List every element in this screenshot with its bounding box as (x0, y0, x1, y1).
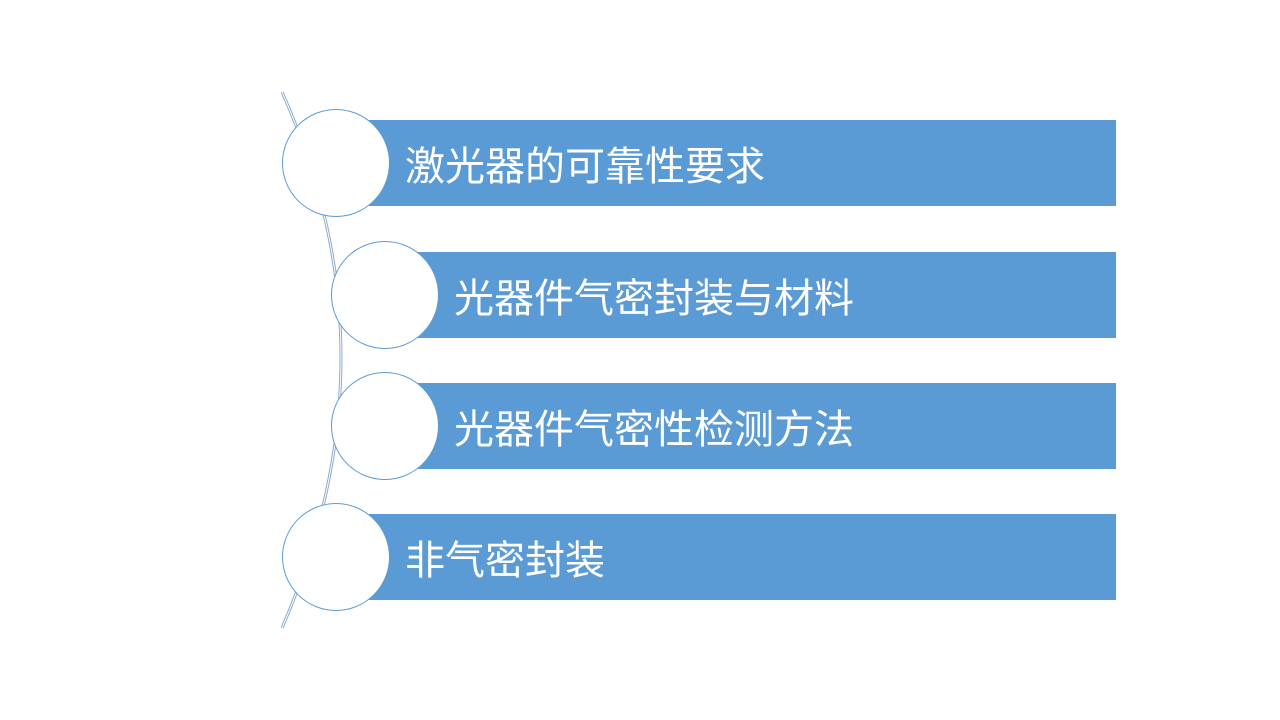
list-item-reliability: 激光器的可靠性要求 (337, 120, 1116, 206)
bullet-circle (331, 241, 439, 349)
list-item-label: 激光器的可靠性要求 (405, 144, 765, 190)
bullet-circle (282, 503, 390, 611)
list-item-label: 光器件气密性检测方法 (454, 407, 854, 453)
list-item-label: 光器件气密封装与材料 (454, 276, 854, 322)
bullet-circle (331, 372, 439, 480)
list-item-hermeticity-testing: 光器件气密性检测方法 (386, 383, 1116, 469)
list-item-non-hermetic: 非气密封装 (337, 514, 1116, 600)
bullet-circle (282, 109, 390, 217)
list-item-hermetic-packaging: 光器件气密封装与材料 (386, 252, 1116, 338)
list-item-label: 非气密封装 (405, 538, 605, 584)
